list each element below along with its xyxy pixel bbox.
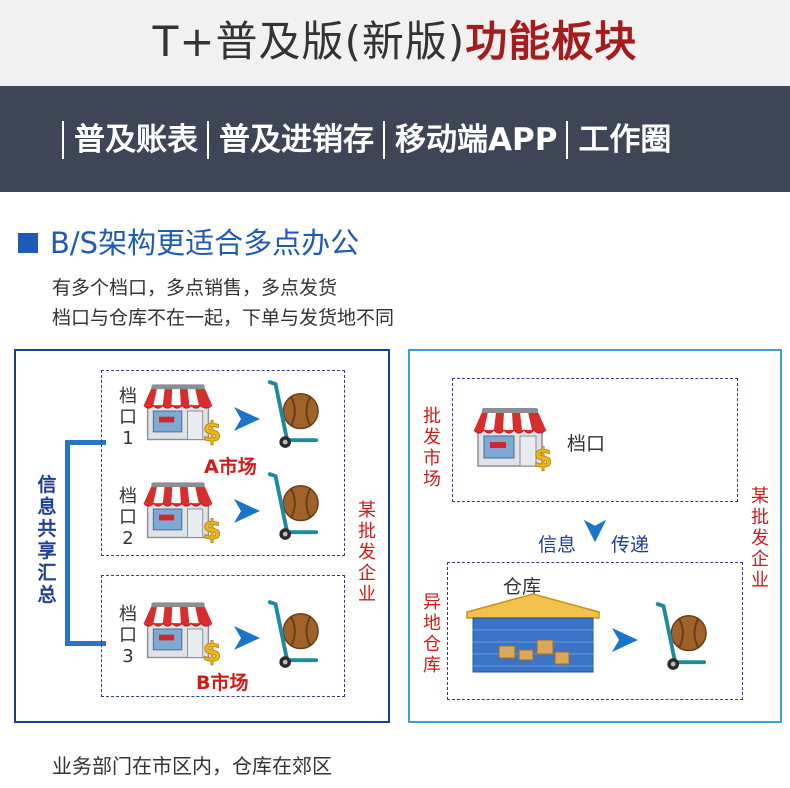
store-label-2: 档口2 — [119, 486, 137, 549]
dolly-icon-3 — [262, 600, 320, 670]
warehouse-arrow-icon — [610, 626, 640, 654]
transfer-label-left: 信息 — [538, 534, 577, 556]
tab-inventory[interactable]: 普及进销存 — [207, 121, 383, 159]
left-panel — [14, 349, 390, 723]
stall-label: 档口 — [567, 433, 606, 455]
warehouse-label: 仓库 — [503, 576, 542, 598]
warehouse-icon — [462, 590, 604, 674]
dolly-icon-1 — [262, 380, 320, 450]
arrow-icon-1 — [232, 405, 262, 433]
share-bracket — [65, 440, 106, 646]
right-panel — [408, 349, 782, 723]
dollar-icon-2 — [202, 514, 222, 544]
store-label-3: 档口3 — [119, 604, 137, 667]
header-band — [0, 86, 790, 192]
market-a-label: A市场 — [204, 456, 257, 478]
market-b-label: B市场 — [196, 672, 249, 694]
section-bullet — [18, 233, 38, 253]
title-bold: 功能板块 — [465, 17, 638, 66]
store-group-a — [101, 370, 345, 556]
store-group-b — [101, 575, 345, 697]
market-box — [452, 378, 738, 502]
title-normal: T+普及版(新版) — [152, 17, 466, 66]
share-label-wrap: 信息共享汇总 — [36, 470, 58, 610]
page-title: T+普及版(新版)功能板块 — [0, 14, 790, 70]
transfer-label-right: 传递 — [611, 534, 650, 556]
share-label: 信息共享汇总 — [37, 474, 57, 606]
module-tabs: 普及账表 普及进销存 移动端APP 工作圈 — [62, 118, 680, 162]
warehouse-box — [447, 562, 743, 700]
down-arrow-icon — [582, 517, 608, 545]
tab-accounting[interactable]: 普及账表 — [62, 121, 207, 159]
left-enterprise-label: 某批发企业 — [358, 500, 376, 605]
dolly-icon-2 — [262, 472, 320, 542]
arrow-icon-3 — [232, 624, 262, 652]
remote-label: 异地仓库 — [423, 592, 441, 676]
desc-line-1: 有多个档口，多点销售，多点发货 — [52, 277, 338, 299]
header-top — [0, 0, 790, 86]
right-enterprise-label: 某批发企业 — [751, 486, 769, 591]
market-label: 批发市场 — [423, 406, 441, 490]
tab-mobile-app[interactable]: 移动端APP — [383, 121, 566, 159]
footer-note: 业务部门在市区内，仓库在郊区 — [52, 754, 332, 778]
desc-line-2: 档口与仓库不在一起，下单与发货地不同 — [52, 307, 395, 329]
section-title: B/S架构更适合多点办公 — [50, 226, 360, 260]
tab-work-circle[interactable]: 工作圈 — [566, 121, 680, 159]
warehouse-dolly-icon — [650, 602, 708, 672]
dollar-icon-1 — [202, 416, 222, 446]
stall-dollar-icon — [533, 442, 553, 472]
dollar-icon-3 — [202, 636, 222, 666]
arrow-icon-2 — [232, 497, 262, 525]
store-label-1: 档口1 — [119, 386, 137, 449]
